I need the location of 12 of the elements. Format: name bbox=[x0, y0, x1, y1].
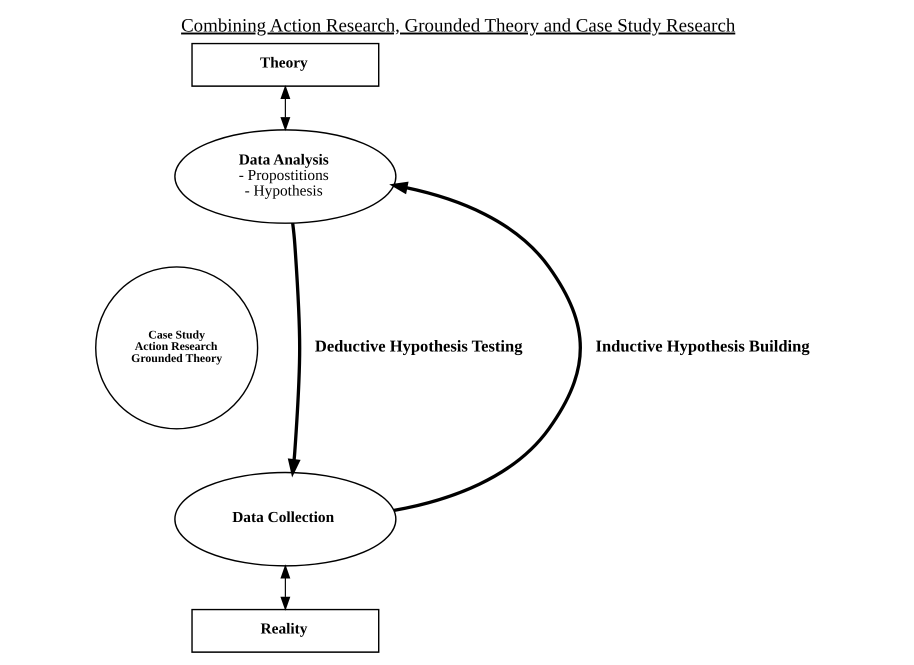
arrow bbox=[280, 84, 290, 132]
arrow bbox=[288, 223, 302, 478]
edge-label: Deductive Hypothesis Testing bbox=[314, 336, 523, 356]
edge-label: Inductive Hypothesis Building bbox=[596, 336, 810, 356]
node-circle: Case Study Action Research Grounded Theory bbox=[95, 266, 258, 430]
diagram-title: Combining Action Research, Grounded Theory and Case Study Research bbox=[181, 16, 736, 37]
arrow bbox=[389, 182, 582, 512]
arrow bbox=[280, 564, 290, 611]
node-box: Reality bbox=[191, 608, 380, 653]
node-ellipse: Data Collection bbox=[174, 472, 397, 567]
node-box: Theory bbox=[191, 42, 380, 87]
node-ellipse: Data Analysis - Propostitions - Hypothesis bbox=[174, 129, 397, 224]
